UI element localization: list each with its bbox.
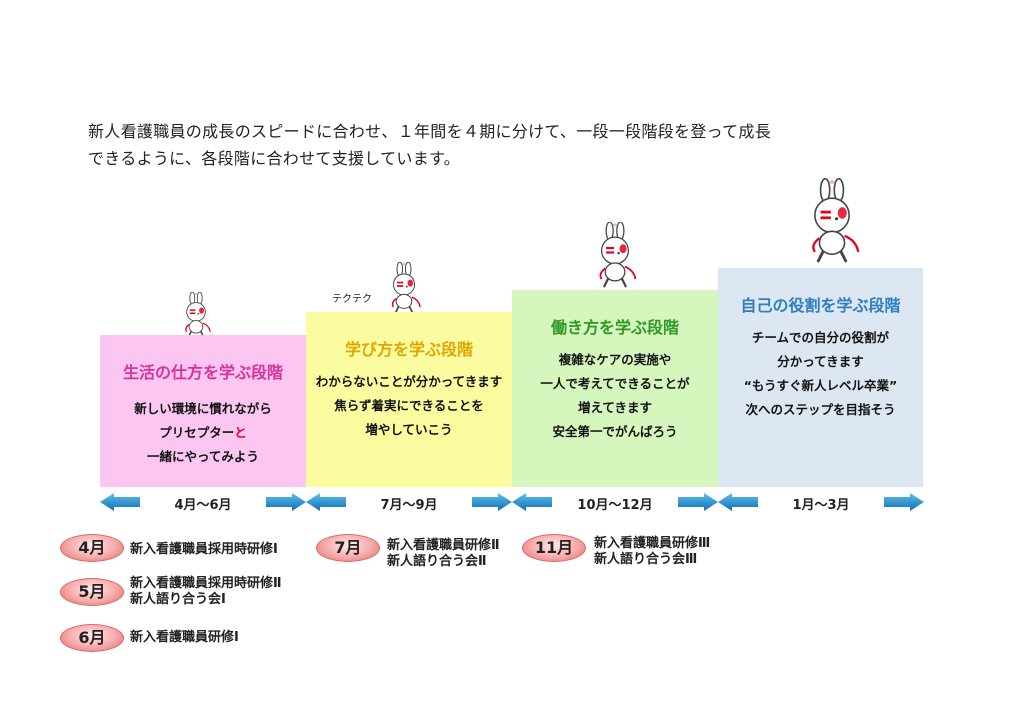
month-badge-nov: 11月 [522, 534, 586, 562]
training-item: 新入看護職員研修Ⅱ [387, 538, 500, 553]
training-jun: 新入看護職員研修Ⅰ [130, 630, 239, 646]
stage-4-line: 次へのステップを目指そう [745, 402, 896, 417]
training-may: 新入看護職員採用時研修Ⅱ 新人語り合う会Ⅰ [130, 576, 282, 608]
stage-1-line: 新しい環境に慣れながら [134, 401, 272, 416]
stage-1-description: 新しい環境に慣れながら プリセプターと 一緒にやってみよう [100, 397, 306, 469]
stage-1-line: 一緒にやってみよう [147, 449, 259, 464]
arrow-right-icon [266, 493, 306, 511]
training-apr: 新入看護職員採用時研修Ⅰ [130, 542, 278, 558]
month-badge-jun: 6月 [60, 624, 124, 652]
stage-2-box: 学び方を学ぶ段階 わからないことが分かってきます 焦らず着実にできることを 増や… [306, 312, 512, 487]
mascot-rabbit-icon [185, 292, 212, 338]
month-badge-apr: 4月 [60, 534, 124, 562]
training-item: 新入看護職員採用時研修Ⅰ [130, 542, 278, 557]
stage-2-line: 焦らず着実にできることを [334, 398, 484, 413]
training-item: 新入看護職員採用時研修Ⅱ [130, 576, 282, 591]
stage-4-description: チームでの自分の役割が 分かってきます “もうすぐ新人レベル卒業” 次へのステッ… [718, 326, 923, 422]
training-item: 新入看護職員研修Ⅲ [594, 536, 711, 551]
stage-2-line: わからないことが分かってきます [315, 374, 503, 389]
period-q4: 1月～3月 [718, 488, 924, 516]
arrow-right-icon [472, 493, 512, 511]
arrow-right-icon [884, 493, 924, 511]
stage-3-line: 増えてきます [577, 400, 652, 415]
period-q1: 4月～6月 [100, 488, 306, 516]
training-item: 新人語り合う会Ⅲ [594, 552, 698, 567]
stage-1-line: プリセプターと [100, 421, 306, 445]
stage-1-box: 生活の仕方を学ぶ段階 新しい環境に慣れながら プリセプターと 一緒にやってみよう [100, 335, 306, 487]
stage-4-line: “もうすぐ新人レベル卒業” [743, 378, 898, 393]
stage-3-box: 働き方を学ぶ段階 複雑なケアの実施や 一人で考えてできることが 増えてきます 安… [512, 290, 718, 487]
intro-line-2: できるように、各段階に合わせて支援しています。 [88, 149, 461, 168]
stage-3-title: 働き方を学ぶ段階 [550, 318, 679, 337]
stage-4-title: 自己の役割を学ぶ段階 [740, 296, 901, 315]
stage-4-box: 自己の役割を学ぶ段階 チームでの自分の役割が 分かってきます “もうすぐ新人レベ… [718, 268, 923, 487]
period-label: 10月～12月 [577, 498, 653, 513]
training-item: 新人語り合う会Ⅰ [130, 592, 226, 607]
stage-3-line: 一人で考えてできることが [540, 376, 690, 391]
month-badge-jul: 7月 [316, 534, 380, 562]
training-nov: 新入看護職員研修Ⅲ 新人語り合う会Ⅲ [594, 536, 710, 568]
period-q2: 7月～9月 [306, 488, 512, 516]
stage-3-description: 複雑なケアの実施や 一人で考えてできることが 増えてきます 安全第一でがんばろう [512, 348, 718, 444]
period-label: 1月～3月 [792, 498, 850, 513]
period-label: 7月～9月 [380, 498, 438, 513]
walking-caption: テクテク [332, 294, 372, 305]
stage-4-line: 分かってきます [777, 354, 864, 369]
intro-text: 新人看護職員の成長のスピードに合わせ、１年間を４期に分けて、一段一段階段を登って… [88, 118, 928, 172]
arrow-right-icon [678, 493, 718, 511]
period-q3: 10月～12月 [512, 488, 718, 516]
period-label: 4月～6月 [174, 498, 232, 513]
intro-line-1: 新人看護職員の成長のスピードに合わせ、１年間を４期に分けて、一段一段階段を登って… [88, 122, 772, 141]
mascot-rabbit-icon [391, 262, 422, 314]
preceptor-text: プリセプター [159, 425, 235, 440]
stage-2-line: 増やしていこう [365, 422, 453, 437]
training-jul: 新入看護職員研修Ⅱ 新人語り合う会Ⅱ [387, 538, 500, 570]
stage-3-line: 安全第一でがんばろう [552, 424, 678, 439]
training-item: 新人語り合う会Ⅱ [387, 554, 487, 569]
stage-2-title: 学び方を学ぶ段階 [344, 340, 473, 359]
stage-2-description: わからないことが分かってきます 焦らず着実にできることを 増やしていこう [306, 370, 512, 442]
highlight-text: と [234, 425, 247, 440]
stage-1-title: 生活の仕方を学ぶ段階 [122, 363, 283, 382]
training-item: 新入看護職員研修Ⅰ [130, 630, 239, 645]
stage-4-line: チームでの自分の役割が [751, 330, 890, 345]
mascot-rabbit-icon [811, 178, 860, 263]
stage-3-line: 複雑なケアの実施や [558, 352, 672, 367]
mascot-rabbit-icon [599, 222, 637, 288]
month-badge-may: 5月 [60, 578, 124, 606]
